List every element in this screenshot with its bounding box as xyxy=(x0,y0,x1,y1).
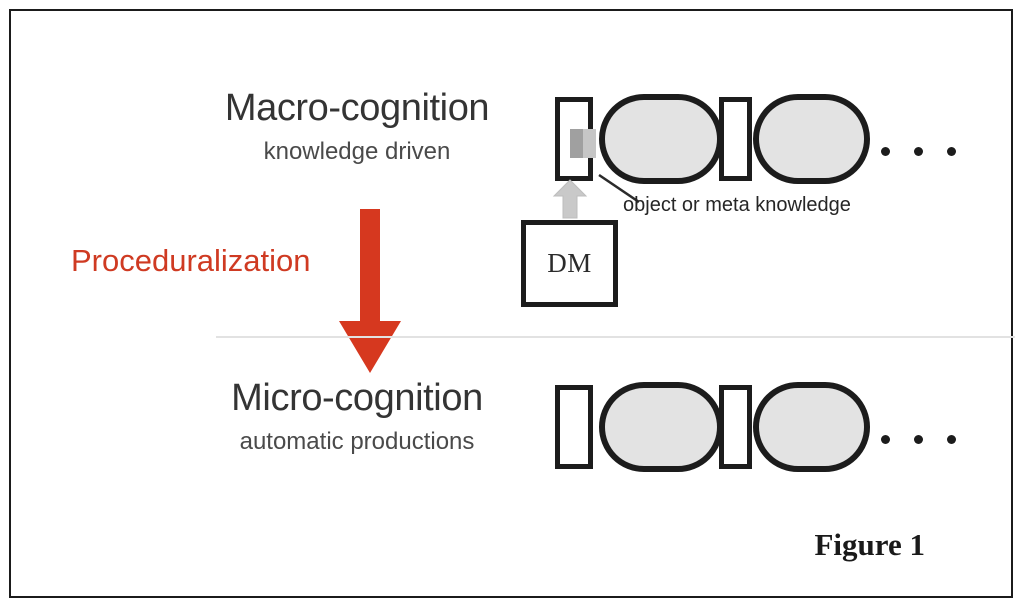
micro-chunk-1 xyxy=(599,382,723,472)
micro-buffer-slot-1 xyxy=(555,385,593,469)
proceduralization-label: Proceduralization xyxy=(71,243,311,278)
macro-ellipsis xyxy=(881,147,956,156)
annotation-leader-line xyxy=(598,174,640,204)
ellipsis-dot xyxy=(947,147,956,156)
buffer-fill-light-half xyxy=(583,129,596,158)
ellipsis-dot xyxy=(947,435,956,444)
ellipsis-dot xyxy=(881,147,890,156)
figure-border: Macro-cognition knowledge driven xyxy=(9,9,1015,598)
buffer-fill-dark-half xyxy=(570,129,583,158)
micro-cognition-label: Micro-cognition automatic productions xyxy=(207,379,507,454)
macro-cognition-shape-chain xyxy=(547,89,957,189)
figure-caption: Figure 1 xyxy=(814,527,926,562)
macro-cognition-subtitle: knowledge driven xyxy=(263,138,451,165)
object-or-meta-knowledge-annotation: object or meta knowledge xyxy=(623,194,851,216)
micro-buffer-slot-2 xyxy=(719,385,752,469)
micro-chunk-2 xyxy=(753,382,870,472)
ellipsis-dot xyxy=(914,435,923,444)
declarative-memory-up-arrow-icon xyxy=(552,179,588,219)
macro-chunk-2 xyxy=(753,94,870,184)
macro-buffer-slot-1 xyxy=(555,97,596,181)
micro-cognition-shape-chain xyxy=(547,377,957,477)
macro-cognition-label: Macro-cognition knowledge driven xyxy=(207,89,507,164)
section-divider xyxy=(216,336,1015,338)
ellipsis-dot xyxy=(914,147,923,156)
macro-cognition-title: Macro-cognition xyxy=(224,87,490,129)
proceduralization-down-arrow-icon xyxy=(339,209,401,373)
macro-chunk-1 xyxy=(599,94,723,184)
ellipsis-dot xyxy=(881,435,890,444)
declarative-memory-box: DM xyxy=(521,220,618,307)
micro-ellipsis xyxy=(881,435,956,444)
micro-cognition-title: Micro-cognition xyxy=(231,377,483,419)
macro-buffer-slot-2 xyxy=(719,97,752,181)
micro-cognition-subtitle: automatic productions xyxy=(239,428,475,455)
buffer-content-fill xyxy=(570,129,596,158)
declarative-memory-label: DM xyxy=(547,248,592,278)
